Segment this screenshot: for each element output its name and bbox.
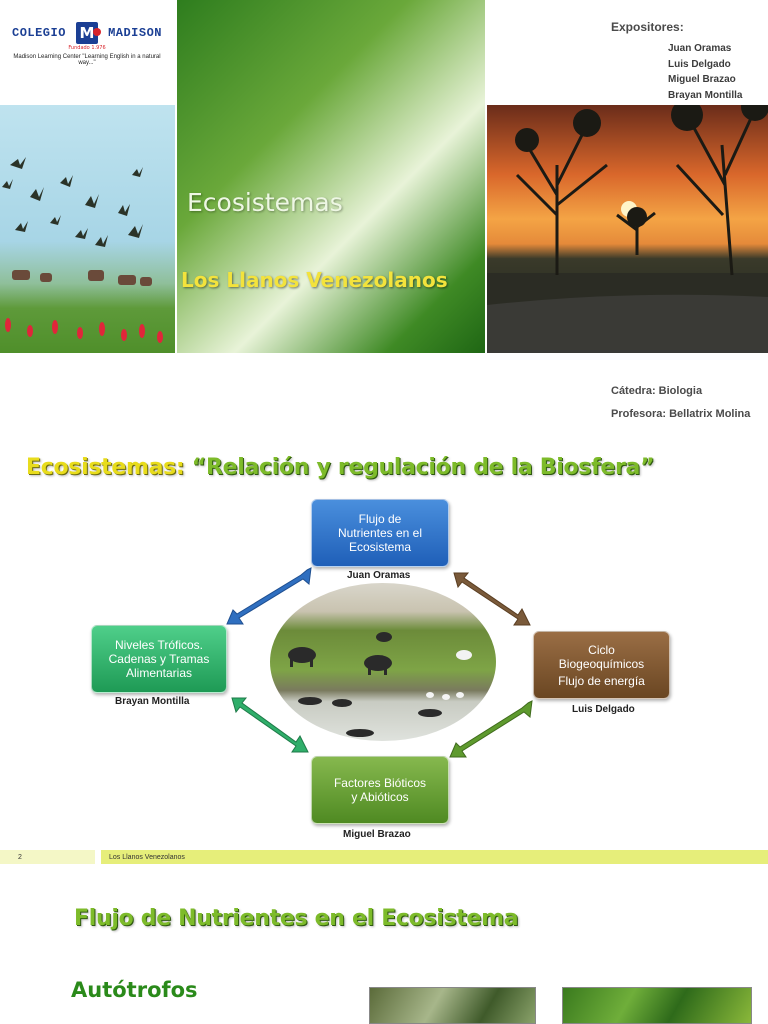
- node-text-line: Biogeoquímicos: [558, 656, 645, 671]
- presenter-caption-left: Brayan Montilla: [115, 696, 190, 707]
- node-text-line: Factores Bióticos: [333, 776, 427, 790]
- presenter-name: Juan Oramas: [668, 43, 732, 54]
- title-slide: COLEGIO M MADISON Fundado 1.976 Madison …: [0, 0, 768, 440]
- slide-title-part1: Ecosistemas:: [26, 455, 185, 480]
- course-info: Cátedra: Biologia Profesora: Bellatrix M…: [611, 380, 750, 426]
- node-biotic-abiotic-factors: Factores Bióticos y Abióticos: [311, 756, 449, 824]
- presenter-caption-right: Luis Delgado: [572, 704, 635, 715]
- slide-subtitle: Autótrofos: [71, 978, 198, 1002]
- presenter-name: Brayan Montilla: [668, 89, 743, 101]
- presenters-heading: Expositores:: [611, 20, 684, 34]
- node-trophic-levels: Niveles Tróficos. Cadenas y Tramas Alime…: [91, 625, 227, 693]
- node-text-line: Alimentarias: [125, 666, 193, 680]
- presenter-caption-top: Juan Oramas: [347, 570, 411, 581]
- presentation-title: Ecosistemas: [187, 188, 343, 217]
- ecosystem-diagram-slide: Ecosistemas: “Relación y regulación de l…: [0, 441, 768, 866]
- sunset-photo: [487, 105, 768, 353]
- title-panel: Ecosistemas Los Llanos Venezolanos: [177, 0, 485, 353]
- logo-left-word: COLEGIO: [12, 26, 66, 40]
- logo-right-word: MADISON: [108, 26, 162, 40]
- arrow-top-left: [226, 567, 312, 625]
- wetland-scene-illustration: [288, 632, 472, 737]
- slide-title: Flujo de Nutrientes en el Ecosistema: [74, 906, 519, 931]
- logo-founded-text: Fundado 1.976: [68, 45, 106, 51]
- presentation-subtitle: Los Llanos Venezolanos: [181, 268, 448, 292]
- slide-footer: 2 Los Llanos Venezolanos: [0, 850, 768, 864]
- slide-title: Ecosistemas: “Relación y regulación de l…: [26, 455, 655, 480]
- node-text-line: Niveles Tróficos.: [114, 638, 204, 652]
- slide-title-part2: “Relación y regulación de la Biosfera”: [184, 455, 655, 480]
- course-subject: Cátedra: Biologia: [611, 385, 703, 397]
- node-text-line: Nutrientes en el: [337, 526, 423, 540]
- logo-badge: M: [76, 22, 101, 44]
- logo-tagline: Madison Learning Center "Learning Englis…: [13, 54, 161, 66]
- presenter-caption-bottom: Miguel Brazao: [343, 829, 411, 840]
- birds-scene-illustration: [2, 157, 163, 343]
- birds-photo: [0, 105, 175, 353]
- presenter-name: Miguel Brazao: [668, 74, 736, 85]
- wetland-photo: [270, 583, 496, 741]
- node-text-line: Ciclo: [588, 642, 615, 657]
- presenter-name: Luis Delgado: [668, 58, 731, 70]
- node-text-line: Flujo de energía: [558, 673, 645, 688]
- nutrient-flow-slide: Flujo de Nutrientes en el Ecosistema Aut…: [0, 866, 768, 1024]
- school-logo: COLEGIO M MADISON Fundado 1.976 Madison …: [12, 22, 162, 66]
- plant-photo: [369, 987, 536, 1024]
- leaf-photo: [562, 987, 752, 1024]
- arrow-bottom-left: [231, 697, 309, 753]
- node-text-line: Cadenas y Tramas: [108, 652, 210, 666]
- arrow-bottom-right: [449, 700, 533, 758]
- presenters-list: Expositores: Juan Oramas Luis Delgado Mi…: [611, 20, 742, 103]
- course-teacher: Profesora: Bellatrix Molina: [611, 408, 751, 420]
- slide-number: 2: [0, 850, 95, 864]
- node-nutrient-flow: Flujo de Nutrientes en el Ecosistema: [311, 499, 449, 567]
- node-text-line: y Abióticos: [351, 790, 409, 804]
- node-biogeochemical-cycles: Ciclo Biogeoquímicos Flujo de energía: [533, 631, 670, 699]
- sunset-scene-illustration: [487, 105, 768, 353]
- node-text-line: Flujo de: [358, 512, 402, 526]
- node-text-line: Ecosistema: [348, 540, 412, 554]
- arrow-top-right: [453, 572, 531, 626]
- footer-title: Los Llanos Venezolanos: [101, 850, 768, 864]
